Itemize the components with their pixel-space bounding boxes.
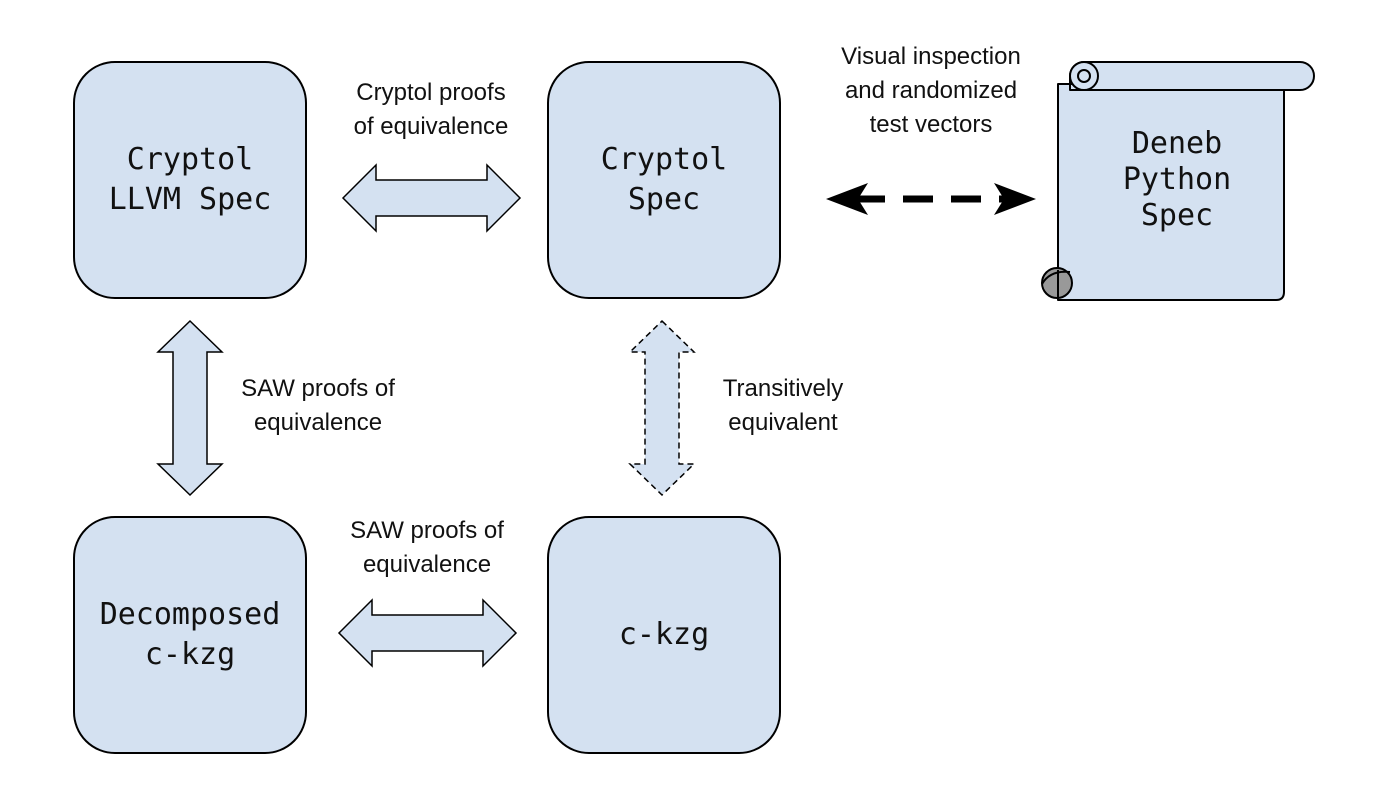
edge-label-visual-inspection: Visual inspection and randomized test ve… [841, 43, 1021, 138]
node-cryptol-llvm-spec: Cryptol LLVM Spec [73, 61, 307, 299]
arrow-cryptol-deneb-dashed [826, 183, 1036, 215]
edge-label-transitively-equivalent: Transitively equivalent [722, 375, 844, 436]
arrow-cryptol-ckzg-dashed [628, 319, 696, 497]
node-ckzg: c-kzg [547, 516, 781, 754]
node-decomposed-ckzg-label: Decomposed c-kzg [99, 597, 281, 672]
edge-label-saw-proofs-vertical: SAW proofs of equivalence [241, 375, 395, 436]
node-cryptol-spec-label: Cryptol Spec [600, 142, 728, 217]
edge-label-saw-proofs-horizontal: SAW proofs of equivalence [350, 517, 504, 578]
scroll-top-roll [1069, 61, 1315, 91]
deneb-scroll-shape [1041, 61, 1315, 301]
arrow-llvm-decomposed [156, 319, 224, 497]
node-cryptol-llvm-spec-label: Cryptol LLVM Spec [108, 142, 272, 217]
node-ckzg-label: c-kzg [618, 617, 710, 652]
arrow-decomposed-ckzg [337, 598, 518, 668]
node-deneb-python-spec-label: Deneb Python Spec [1122, 126, 1232, 233]
edge-label-cryptol-proofs: Cryptol proofs of equivalence [353, 79, 509, 140]
node-decomposed-ckzg: Decomposed c-kzg [73, 516, 307, 754]
node-cryptol-spec: Cryptol Spec [547, 61, 781, 299]
arrow-llvm-cryptol [341, 163, 522, 233]
